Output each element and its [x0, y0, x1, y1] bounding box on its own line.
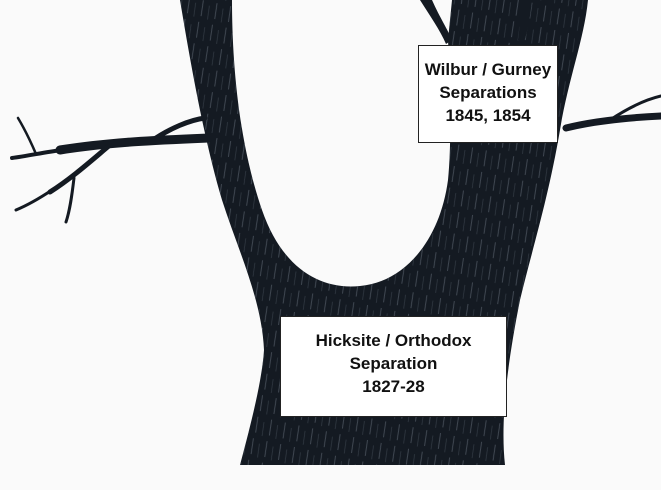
- upper-label-line2: Separations: [419, 81, 557, 104]
- right-branch: [566, 96, 661, 128]
- upper-label-line3: 1845, 1854: [419, 104, 557, 127]
- left-branch: [12, 118, 208, 222]
- lower-label-line3: 1827-28: [281, 375, 506, 398]
- lower-label-line2: Separation: [281, 352, 506, 375]
- lower-label-line1: Hicksite / Orthodox: [281, 329, 506, 352]
- upper-label-line1: Wilbur / Gurney: [419, 58, 557, 81]
- lower-separation-label: Hicksite / Orthodox Separation 1827-28: [280, 316, 507, 417]
- top-twig-left: [420, 0, 452, 44]
- upper-separation-label: Wilbur / Gurney Separations 1845, 1854: [418, 45, 558, 143]
